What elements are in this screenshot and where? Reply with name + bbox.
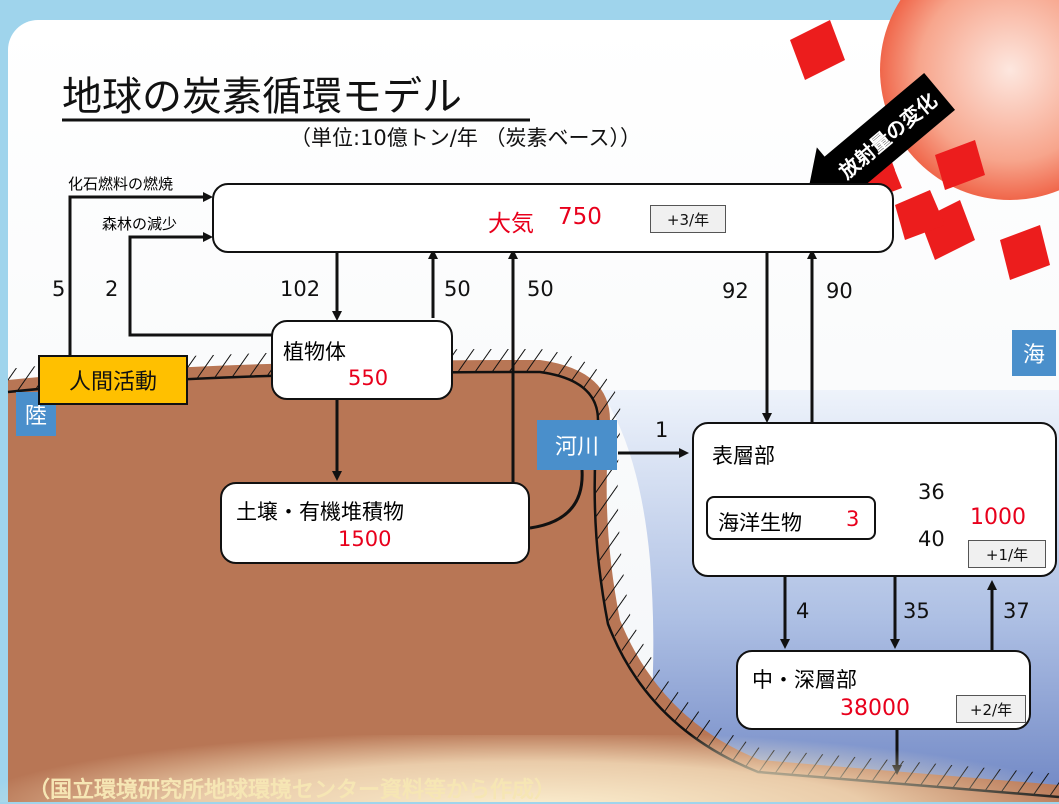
ocean-surface-value: 1000 bbox=[970, 505, 1026, 530]
deep-ocean-change-badge: +2/年 bbox=[956, 695, 1026, 723]
marine-life-box bbox=[706, 496, 876, 540]
flux-soil-to-atm: 50 bbox=[527, 277, 554, 301]
flux-atm-to-ocean: 92 bbox=[722, 279, 749, 303]
atmosphere-change-badge: +3/年 bbox=[650, 205, 726, 233]
flux-river: 1 bbox=[655, 418, 669, 442]
flux-surf-to-deep-bio: 4 bbox=[796, 599, 810, 623]
flux-deforest: 2 bbox=[105, 277, 119, 301]
flux-plant-to-atm: 50 bbox=[444, 277, 471, 301]
soil-box bbox=[220, 482, 530, 564]
sun-icon bbox=[880, 0, 1059, 200]
bottom-glow bbox=[0, 735, 1059, 802]
flux-atm-to-plant: 102 bbox=[280, 277, 321, 301]
plants-label: 植物体 bbox=[283, 340, 346, 364]
coastline bbox=[6, 348, 1059, 796]
flux-surf-to-deep: 35 bbox=[903, 599, 930, 623]
atmosphere-box bbox=[212, 183, 894, 253]
flux-ocean-to-atm: 90 bbox=[826, 279, 853, 303]
deep-ocean-label: 中・深層部 bbox=[752, 668, 857, 692]
flux-fossil: 5 bbox=[52, 277, 66, 301]
soil-label: 土壌・有機堆積物 bbox=[236, 500, 404, 524]
plants-box bbox=[271, 320, 453, 400]
ocean-surface-label: 表層部 bbox=[712, 444, 775, 468]
marine-life-value: 3 bbox=[846, 507, 860, 531]
flux-bio-up: 36 bbox=[918, 480, 945, 504]
source-note: （国立環境研究所地球環境センター資料等から作成） bbox=[28, 778, 557, 803]
flux-deep-to-surf: 37 bbox=[1003, 599, 1030, 623]
soil-value: 1500 bbox=[338, 527, 392, 551]
ocean-surface-change-badge: +1/年 bbox=[968, 540, 1046, 568]
marine-life-label: 海洋生物 bbox=[718, 511, 802, 535]
land-area bbox=[8, 360, 1059, 802]
deep-ocean-value: 38000 bbox=[840, 696, 910, 721]
plants-value: 550 bbox=[348, 366, 389, 390]
human-activity-box: 人間活動 bbox=[38, 355, 188, 405]
unit-note: （単位:10億トン/年 （炭素ベース）） bbox=[290, 126, 641, 150]
atmosphere-label: 大気 bbox=[488, 211, 534, 237]
sea-tag: 海 bbox=[1012, 330, 1056, 376]
page-title: 地球の炭素循環モデル bbox=[62, 74, 462, 120]
deforest-label: 森林の減少 bbox=[102, 215, 178, 233]
fossil-label: 化石燃料の燃焼 bbox=[68, 175, 174, 193]
atmosphere-value: 750 bbox=[558, 204, 602, 230]
flux-bio-down: 40 bbox=[918, 527, 945, 551]
river-tag: 河川 bbox=[537, 420, 617, 470]
